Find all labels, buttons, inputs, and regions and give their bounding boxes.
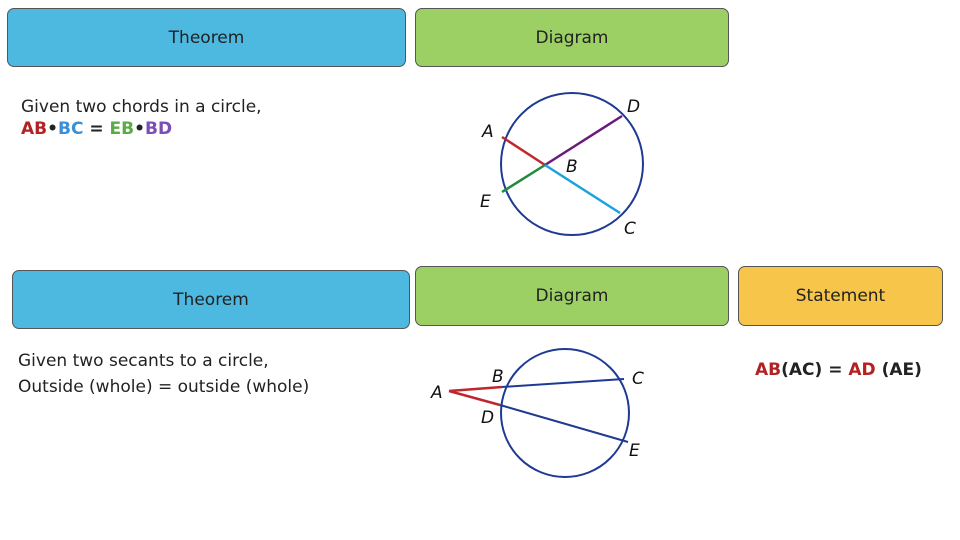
secants-theorem-line-1: Given two secants to a circle, xyxy=(18,351,269,371)
secant-inside-de xyxy=(499,404,629,443)
chord-segment-bd xyxy=(544,114,623,167)
point-label-b: B xyxy=(566,157,578,177)
formula-part: BC xyxy=(58,119,84,139)
formula-part: (AC) = xyxy=(781,360,849,380)
point-label-e: E xyxy=(629,441,640,461)
formula-part: AB xyxy=(755,360,782,380)
secants-theorem-line-2: Outside (whole) = outside (whole) xyxy=(18,377,310,397)
formula-part: (AE) xyxy=(875,360,922,380)
circle xyxy=(500,348,630,478)
formula-part: • xyxy=(47,119,58,139)
secants-formula: AB(AC) = AD (AE) xyxy=(755,359,922,381)
chords-theorem-text: Given two chords in a circle, AB•BC = EB… xyxy=(21,96,262,140)
formula-part: = xyxy=(83,119,110,139)
secant-outside-ad xyxy=(448,389,501,407)
point-label-d: D xyxy=(627,97,640,117)
chord-segment-bc xyxy=(544,163,621,215)
point-label-b: B xyxy=(492,367,504,387)
formula-part: AD xyxy=(848,360,876,380)
statement-header: Statement xyxy=(738,266,943,326)
diagram-header-2: Diagram xyxy=(415,266,729,326)
formula-part: EB xyxy=(109,119,135,139)
point-label-c: C xyxy=(632,369,644,389)
chords-formula: AB•BC = EB•BD xyxy=(21,118,262,140)
formula-part: • xyxy=(134,119,145,139)
theorem-header-2: Theorem xyxy=(12,270,410,329)
secants-diagram: A B C D E xyxy=(430,348,644,478)
diagram-header-1: Diagram xyxy=(415,8,729,67)
chord-segment-ab xyxy=(501,135,546,167)
chords-diagram: A D B E C xyxy=(480,92,644,239)
circle xyxy=(500,92,644,236)
point-label-a: A xyxy=(481,122,494,142)
chord-segment-eb xyxy=(501,163,546,194)
point-label-d: D xyxy=(481,408,494,428)
secant-outside-ab xyxy=(448,385,503,393)
point-label-e: E xyxy=(480,192,491,212)
secant-inside-bc xyxy=(501,378,625,388)
point-label-a: A xyxy=(430,383,443,403)
chords-theorem-line: Given two chords in a circle, xyxy=(21,97,262,117)
point-label-c: C xyxy=(624,219,636,239)
formula-part: AB xyxy=(21,119,48,139)
formula-part: BD xyxy=(144,119,173,139)
theorem-header-1: Theorem xyxy=(7,8,406,67)
secants-theorem-text: Given two secants to a circle, Outside (… xyxy=(18,350,309,398)
